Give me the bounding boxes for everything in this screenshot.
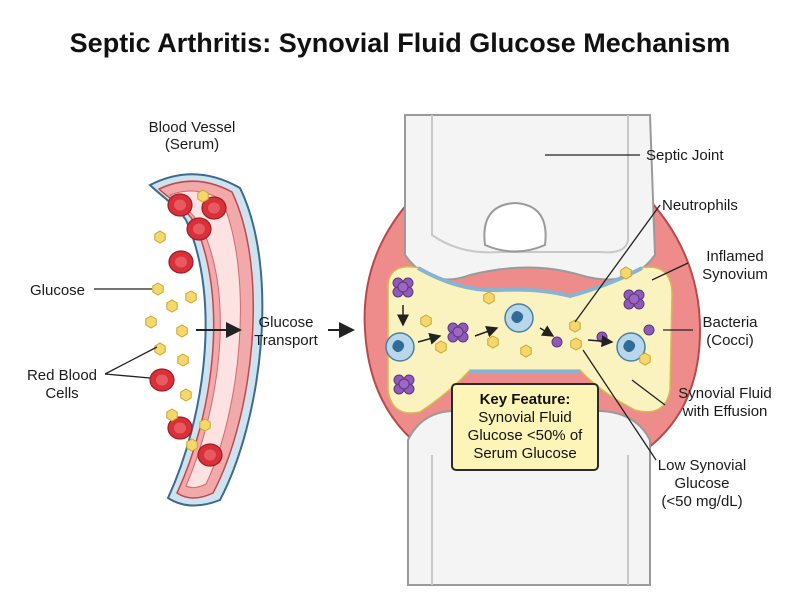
- key-feature-box: Key Feature: Synovial Fluid Glucose <50%…: [451, 383, 599, 471]
- bacteria-icon: [393, 374, 415, 395]
- bacteria-icon: [392, 277, 414, 298]
- key-feature-line: Serum Glucose: [473, 445, 576, 462]
- key-feature-line: Glucose <50% of: [468, 427, 583, 444]
- glucose-icon: [154, 230, 166, 244]
- glucose-icon: [152, 282, 164, 296]
- labels: Blood Vessel (Serum) Glucose Red Blood C…: [27, 119, 772, 510]
- label-neutrophils: Neutrophils: [662, 197, 738, 214]
- glucose-icon: [199, 418, 211, 432]
- neutrophil-icon: [504, 303, 534, 333]
- glucose-icon: [154, 342, 166, 356]
- key-feature-title: Key Feature:: [480, 391, 571, 408]
- septic-joint: [363, 114, 702, 586]
- glucose-icon: [197, 189, 209, 203]
- label-blood-vessel-serum: (Serum): [165, 136, 219, 153]
- glucose-icon: [145, 315, 157, 329]
- internal-arrows: [397, 305, 614, 348]
- glucose-icon: [487, 335, 499, 349]
- label-red-blood-cells-2: Cells: [45, 385, 78, 402]
- label-low-glucose-2: Glucose: [674, 475, 729, 492]
- label-glucose-transport: Glucose: [258, 314, 313, 331]
- red-blood-cell: [197, 443, 223, 467]
- key-feature-line: Synovial Fluid: [478, 409, 571, 426]
- red-blood-cell: [168, 250, 194, 274]
- label-red-blood-cells: Red Blood: [27, 367, 97, 384]
- intercondylar-notch: [483, 201, 547, 253]
- glucose-icon: [166, 299, 178, 313]
- glucose-icon: [176, 324, 188, 338]
- glucose-icon: [520, 344, 532, 358]
- glucose-icon: [420, 314, 432, 328]
- page-title: Septic Arthritis: Synovial Fluid Glucose…: [69, 28, 731, 58]
- label-glucose: Glucose: [30, 282, 85, 299]
- red-blood-cell: [149, 368, 175, 392]
- red-blood-cell: [186, 217, 212, 241]
- label-inflamed-synovium-2: Synovium: [702, 266, 768, 283]
- glucose-icon: [166, 408, 178, 422]
- label-synovial-fluid-2: with Effusion: [682, 403, 768, 420]
- glucose-icon: [483, 291, 495, 305]
- label-septic-joint: Septic Joint: [646, 147, 724, 164]
- label-glucose-transport-2: Transport: [254, 332, 318, 349]
- label-synovial-fluid: Synovial Fluid: [678, 385, 771, 402]
- glucose-icon: [435, 340, 447, 354]
- glucose-icon: [570, 337, 582, 351]
- glucose-icon: [185, 290, 197, 304]
- glucose-icon: [180, 388, 192, 402]
- label-bacteria: Bacteria: [702, 314, 758, 331]
- femur: [404, 114, 657, 281]
- bacteria-icon: [447, 322, 469, 343]
- label-blood-vessel: Blood Vessel: [149, 119, 236, 136]
- neutrophil-icon: [385, 332, 415, 362]
- label-bacteria-cocci: (Cocci): [706, 332, 754, 349]
- glucose-icon: [186, 438, 198, 452]
- label-inflamed-synovium: Inflamed: [706, 248, 764, 265]
- glucose-icon: [177, 353, 189, 367]
- blood-vessel: [148, 173, 264, 507]
- leader-lines: [94, 154, 693, 461]
- bacteria-icon: [623, 289, 645, 310]
- red-blood-cell: [167, 193, 193, 217]
- glucose-icon: [620, 266, 632, 280]
- label-low-glucose-3: (<50 mg/dL): [661, 493, 742, 510]
- label-low-glucose: Low Synovial: [658, 457, 746, 474]
- glucose-icon: [639, 352, 651, 366]
